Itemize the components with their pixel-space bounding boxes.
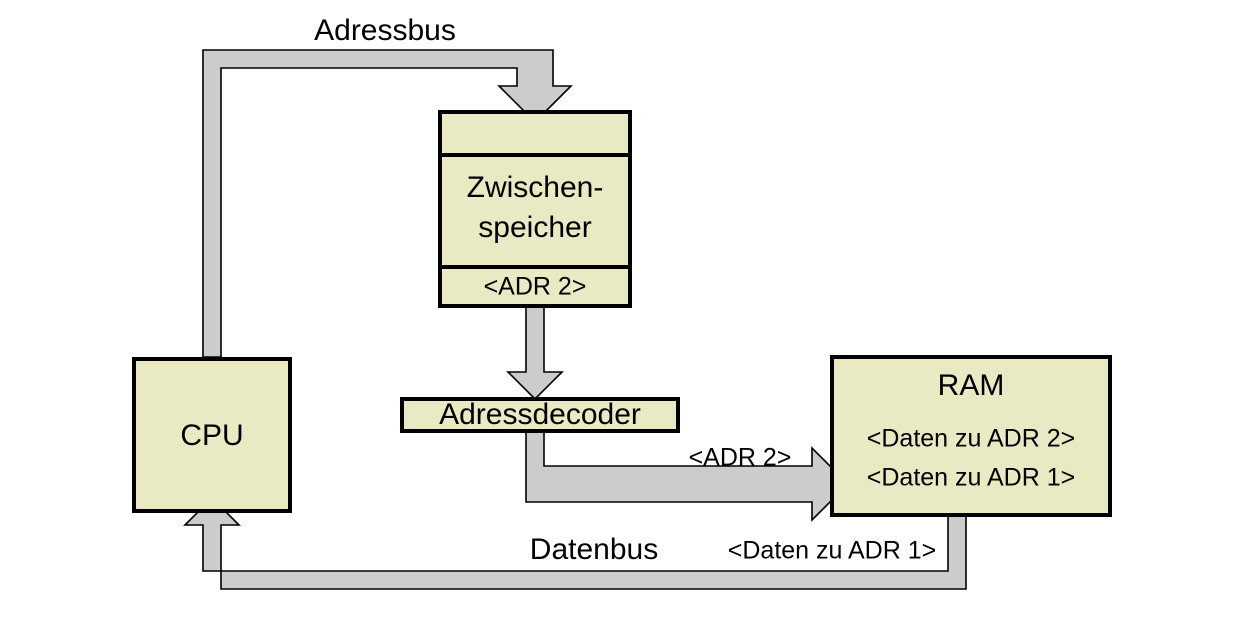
ram-row-1: <Daten zu ADR 2> — [867, 425, 1075, 453]
ram-title: RAM — [938, 369, 1005, 402]
node-adressdecoder[interactable]: Adressdecoder — [400, 397, 680, 433]
node-cpu[interactable]: CPU — [132, 357, 292, 513]
zwischenspeicher-box[interactable] — [438, 110, 632, 308]
edge-adressbus — [202, 49, 573, 358]
adressdecoder-box[interactable] — [400, 397, 680, 433]
adressbus-label: Adressbus — [314, 14, 456, 47]
zwischenspeicher-label-line1: Zwischen- — [467, 171, 604, 204]
decoder-ram-band — [525, 430, 850, 522]
datenbus-label: Datenbus — [530, 533, 658, 566]
cpu-box[interactable] — [132, 357, 292, 513]
node-ram[interactable]: RAM <Daten zu ADR 2> <Daten zu ADR 1> — [830, 355, 1112, 517]
node-zwischenspeicher[interactable]: Zwischen- speicher <ADR 2> — [438, 110, 632, 308]
zwischenspeicher-label-line2: speicher — [478, 211, 591, 244]
adressbus-band — [202, 49, 573, 358]
adressdecoder-label: Adressdecoder — [439, 398, 641, 431]
zwischenspeicher-bottom-label: <ADR 2> — [484, 273, 587, 301]
edge-adressdecoder-to-ram — [525, 430, 850, 522]
cpu-label: CPU — [180, 419, 243, 452]
ram-box[interactable] — [830, 355, 1112, 517]
datenbus-payload-label: <Daten zu ADR 1> — [728, 537, 936, 565]
ram-row-2: <Daten zu ADR 1> — [867, 464, 1075, 492]
zwischenspeicher-decoder-band — [506, 305, 564, 401]
adr2-edge-label: <ADR 2> — [689, 444, 792, 472]
edge-zwischenspeicher-to-adressdecoder — [506, 305, 564, 401]
